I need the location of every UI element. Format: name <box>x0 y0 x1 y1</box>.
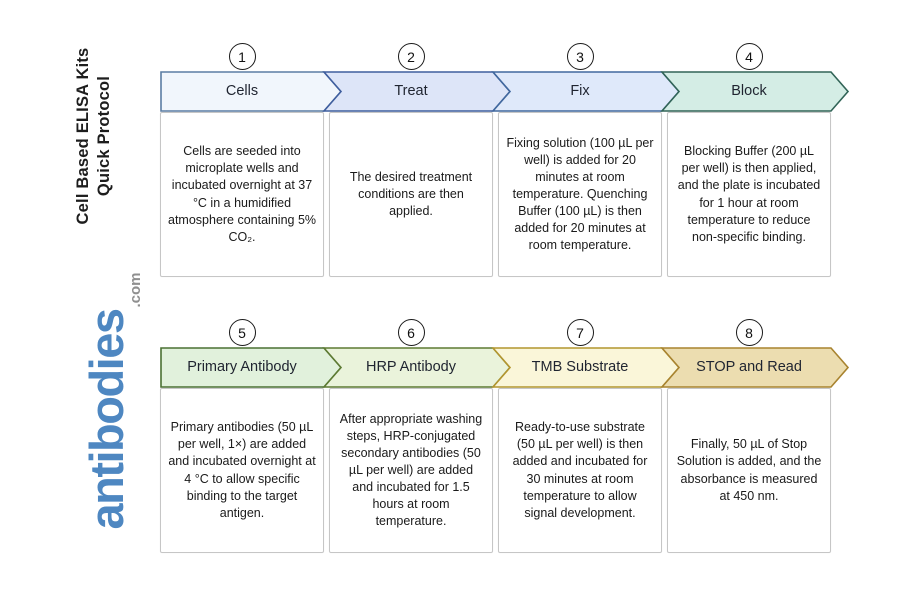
step-description-box: After appropriate washing steps, HRP-con… <box>329 388 493 553</box>
step-arrow <box>660 71 850 112</box>
page-title-line2: Quick Protocol <box>94 75 113 197</box>
step-number-badge: 1 <box>228 43 256 70</box>
step-description-box: Primary antibodies (50 µL per well, 1×) … <box>160 388 324 553</box>
page-title: Cell Based ELISA Kits Quick Protocol <box>73 35 119 237</box>
step-arrow <box>660 347 850 388</box>
step-description-text: Ready-to-use substrate (50 µL per well) … <box>512 420 648 520</box>
step-number-badge: 4 <box>735 43 763 70</box>
step-arrow <box>160 71 343 112</box>
step-number-row: 1 2 3 4 <box>160 43 850 71</box>
step-description-text: Finally, 50 µL of Stop Solution is added… <box>676 437 822 503</box>
step-description-text: The desired treatment conditions are the… <box>349 169 473 219</box>
brand-logo: antibodies .com <box>60 246 144 556</box>
step-number-badge: 8 <box>735 319 763 346</box>
step-description-box: The desired treatment conditions are the… <box>329 112 493 277</box>
step-number-badge: 6 <box>397 319 425 346</box>
step-description-row: Cells are seeded into microplate wells a… <box>160 112 850 279</box>
step-description-box: Blocking Buffer (200 µL per well) is the… <box>667 112 831 277</box>
step-description-text: Blocking Buffer (200 µL per well) is the… <box>677 144 821 244</box>
step-arrow <box>322 347 512 388</box>
page-title-line1: Cell Based ELISA Kits <box>74 47 92 225</box>
step-description-row: Primary antibodies (50 µL per well, 1×) … <box>160 388 850 555</box>
step-description-box: Cells are seeded into microplate wells a… <box>160 112 324 277</box>
step-description-text: After appropriate washing steps, HRP-con… <box>339 411 483 529</box>
step-number-badge: 3 <box>566 43 594 70</box>
step-number-badge: 2 <box>397 43 425 70</box>
step-number-badge: 5 <box>228 319 256 346</box>
step-arrow <box>491 71 681 112</box>
step-description-box: Finally, 50 µL of Stop Solution is added… <box>667 388 831 553</box>
step-description-box: Ready-to-use substrate (50 µL per well) … <box>498 388 662 553</box>
step-arrow-row <box>160 347 850 388</box>
step-arrow <box>322 71 512 112</box>
step-description-box: Fixing solution (100 µL per well) is add… <box>498 112 662 277</box>
step-arrow-row <box>160 71 850 112</box>
step-number-row: 5 6 7 8 <box>160 319 850 347</box>
step-arrow <box>160 347 343 388</box>
step-description-text: Fixing solution (100 µL per well) is add… <box>506 135 654 253</box>
step-description-text: Cells are seeded into microplate wells a… <box>168 144 317 244</box>
brand-logo-suffix: .com <box>127 272 144 308</box>
step-number-badge: 7 <box>566 319 594 346</box>
step-description-text: Primary antibodies (50 µL per well, 1×) … <box>168 420 316 520</box>
brand-logo-text: antibodies <box>80 309 133 530</box>
step-arrow <box>491 347 681 388</box>
